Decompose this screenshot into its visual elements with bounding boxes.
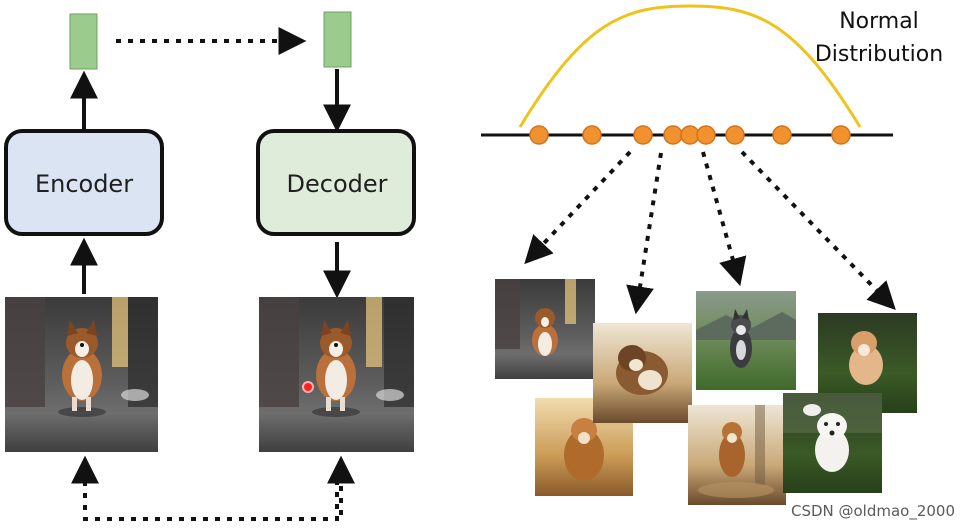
sample-dot [772, 125, 792, 145]
encoder-box [4, 129, 164, 236]
latent-vector-decoder-input [323, 11, 352, 68]
distribution-label-line1: Normal [839, 9, 919, 34]
distribution-label-line2: Distribution [815, 42, 943, 67]
sample-arrow-4 [740, 150, 896, 311]
sample-dot [831, 125, 851, 145]
sample-photo-street [495, 279, 595, 379]
latent-vector-encoded [69, 13, 98, 70]
output-photo [259, 297, 414, 452]
sample-dot [696, 125, 716, 145]
red-marker [302, 381, 314, 393]
sample-photo-sepia-dog [593, 323, 692, 423]
sample-photo-dusty-run [688, 405, 786, 505]
sample-dot [725, 125, 745, 145]
decoder-label: Decoder [287, 170, 388, 198]
sample-photo-white-dog [783, 393, 882, 493]
sample-dot [633, 125, 653, 145]
normal-curve [518, 4, 862, 128]
sample-photo-husky-field [696, 291, 796, 390]
reconstruction-loop-arrow-left [71, 455, 339, 521]
input-photo [5, 297, 158, 452]
sample-dots [529, 125, 851, 145]
sample-dot [529, 125, 549, 145]
sample-arrow-3 [701, 151, 747, 287]
decoder-box [256, 129, 416, 236]
sample-dot [582, 125, 602, 145]
encoder-label: Encoder [35, 170, 133, 198]
watermark: CSDN @oldmao_2000 [791, 502, 955, 521]
sample-arrow-2 [626, 152, 663, 315]
sample-arrow-1 [524, 150, 632, 265]
sample-photo-warm-run [535, 398, 633, 496]
sample-dot [663, 125, 683, 145]
